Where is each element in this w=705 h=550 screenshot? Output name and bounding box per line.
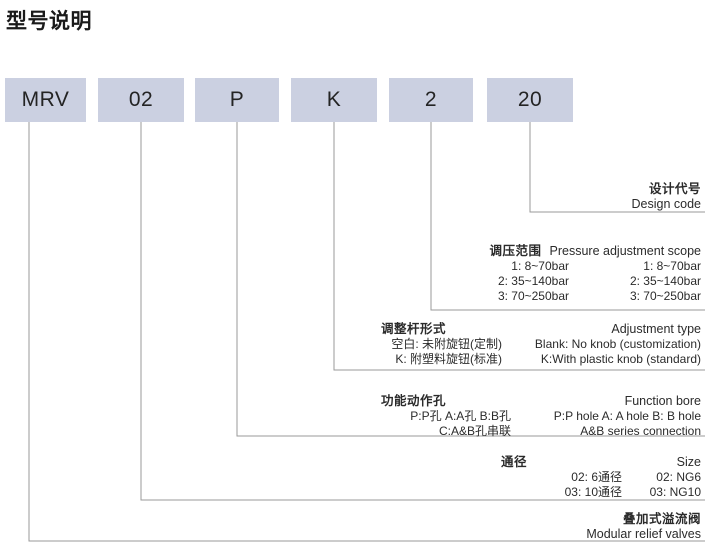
code-box-2: 02 bbox=[98, 78, 184, 122]
option-row: 3: 70~250bar 3: 70~250bar bbox=[411, 289, 701, 304]
section-heading: 调压范围 Pressure adjustment scope bbox=[411, 244, 701, 259]
code-box-6: 20 bbox=[487, 78, 573, 122]
section-heading: 功能动作孔 Function bore bbox=[381, 394, 701, 409]
option-row: 02: 6通径 02: NG6 bbox=[501, 470, 701, 485]
heading-cn: 叠加式溢流阀 bbox=[622, 512, 701, 526]
option-cn: 1: 8~70bar bbox=[511, 259, 569, 273]
section-heading: 设计代号 bbox=[624, 182, 702, 197]
section-heading-en: Modular relief valves bbox=[578, 527, 701, 542]
section-product-type: 叠加式溢流阀 Modular relief valves bbox=[578, 512, 701, 542]
code-box-4: K bbox=[291, 78, 377, 122]
option-row: 空白: 未附旋钮(定制) Blank: No knob (customizati… bbox=[381, 337, 701, 352]
heading-en: Function bore bbox=[624, 394, 701, 408]
heading-en: Size bbox=[676, 455, 701, 469]
heading-en: Modular relief valves bbox=[586, 527, 701, 541]
option-row: 2: 35~140bar 2: 35~140bar bbox=[411, 274, 701, 289]
option-cn: 2: 35~140bar bbox=[497, 274, 569, 288]
section-heading: 调整杆形式 Adjustment type bbox=[381, 322, 701, 337]
code-box-5: 2 bbox=[389, 78, 473, 122]
section-function-bore: 功能动作孔 Function bore P:P孔 A:A孔 B:B孔 P:P h… bbox=[381, 394, 701, 439]
heading-cn: 调压范围 bbox=[489, 244, 542, 258]
option-cn: K: 附塑料旋钮(标准) bbox=[395, 352, 502, 366]
section-heading: 叠加式溢流阀 bbox=[578, 512, 701, 527]
heading-en: Design code bbox=[631, 197, 702, 211]
option-en: 2: 35~140bar bbox=[629, 274, 701, 288]
leader-size bbox=[140, 122, 705, 501]
option-en: P:P hole A: A hole B: B hole bbox=[553, 409, 701, 423]
heading-en: Adjustment type bbox=[611, 322, 701, 336]
option-en: 02: NG6 bbox=[656, 470, 701, 484]
section-heading-en: Design code bbox=[624, 197, 702, 212]
option-row: C:A&B孔串联 A&B series connection bbox=[381, 424, 701, 439]
heading-en: Pressure adjustment scope bbox=[549, 244, 701, 258]
section-size: 通径 Size 02: 6通径 02: NG6 03: 10通径 03: NG1… bbox=[501, 455, 701, 500]
option-en: 1: 8~70bar bbox=[643, 259, 701, 273]
option-cn: 3: 70~250bar bbox=[497, 289, 569, 303]
option-row: P:P孔 A:A孔 B:B孔 P:P hole A: A hole B: B h… bbox=[381, 409, 701, 424]
option-row: 1: 8~70bar 1: 8~70bar bbox=[411, 259, 701, 274]
option-cn: C:A&B孔串联 bbox=[438, 424, 511, 438]
option-cn: 02: 6通径 bbox=[571, 470, 622, 484]
code-box-3: P bbox=[195, 78, 279, 122]
option-en: 03: NG10 bbox=[649, 485, 701, 499]
option-en: A&B series connection bbox=[580, 424, 701, 438]
section-pressure-scope: 调压范围 Pressure adjustment scope 1: 8~70ba… bbox=[411, 244, 701, 304]
heading-cn: 设计代号 bbox=[648, 182, 701, 196]
option-cn: 03: 10通径 bbox=[564, 485, 622, 499]
option-cn: P:P孔 A:A孔 B:B孔 bbox=[410, 409, 511, 423]
option-en: Blank: No knob (customization) bbox=[534, 337, 701, 351]
option-row: 03: 10通径 03: NG10 bbox=[501, 485, 701, 500]
section-heading: 通径 Size bbox=[501, 455, 701, 470]
option-row: K: 附塑料旋钮(标准) K:With plastic knob (standa… bbox=[381, 352, 701, 367]
code-box-1: MRV bbox=[5, 78, 86, 122]
option-cn: 空白: 未附旋钮(定制) bbox=[391, 337, 502, 351]
heading-cn: 通径 bbox=[501, 455, 528, 469]
model-code-boxes: MRV 02 P K 2 20 bbox=[0, 78, 705, 122]
heading-cn: 调整杆形式 bbox=[381, 322, 447, 336]
page-title: 型号说明 bbox=[6, 10, 92, 33]
option-en: 3: 70~250bar bbox=[629, 289, 701, 303]
section-design-code: 设计代号 Design code bbox=[624, 182, 702, 212]
section-adjustment-type: 调整杆形式 Adjustment type 空白: 未附旋钮(定制) Blank… bbox=[381, 322, 701, 367]
heading-cn: 功能动作孔 bbox=[381, 394, 447, 408]
option-en: K:With plastic knob (standard) bbox=[540, 352, 701, 366]
